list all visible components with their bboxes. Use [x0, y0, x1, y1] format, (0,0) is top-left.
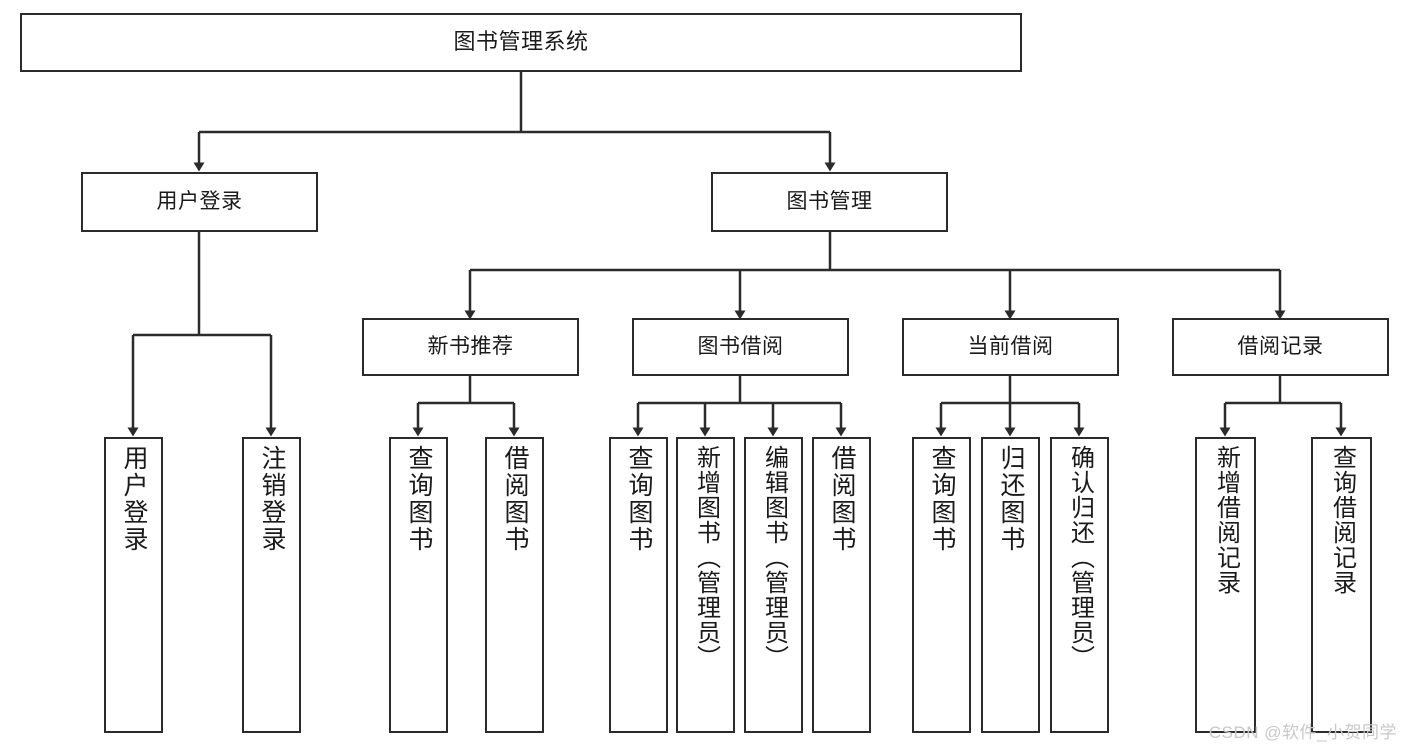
leaf-current-borrow-confirm-return-admin[interactable]: 确认归还（管理员） — [1050, 437, 1109, 733]
leaf-book-borrow-query-book[interactable]: 查询图书 — [609, 437, 668, 733]
node-label: 注销登录 — [258, 445, 286, 553]
node-label: 查询图书 — [405, 445, 433, 553]
node-label: 查询图书 — [625, 445, 653, 553]
node-label: 借阅图书 — [828, 445, 856, 553]
node-label: 图书管理系统 — [453, 29, 589, 55]
node-label: 当前借阅 — [967, 335, 1054, 359]
node-label: 图书借阅 — [697, 335, 784, 359]
node-label: 新增借阅记录 — [1212, 445, 1240, 595]
leaf-current-borrow-query-book[interactable]: 查询图书 — [912, 437, 971, 733]
node-label: 确认归还（管理员） — [1066, 445, 1094, 670]
node-current-borrow[interactable]: 当前借阅 — [902, 318, 1119, 376]
node-label: 用户登录 — [120, 445, 148, 553]
csdn-watermark: CSDN @软件_小贺同学 — [1208, 723, 1397, 742]
leaf-borrow-record-add-record[interactable]: 新增借阅记录 — [1195, 437, 1256, 733]
leaf-new-book-query-book[interactable]: 查询图书 — [389, 437, 448, 733]
node-book-management[interactable]: 图书管理 — [711, 172, 948, 232]
node-borrow-record[interactable]: 借阅记录 — [1172, 318, 1389, 376]
leaf-book-borrow-edit-book-admin[interactable]: 编辑图书（管理员） — [744, 437, 803, 733]
node-label: 借阅图书 — [501, 445, 529, 553]
node-root-book-management-system[interactable]: 图书管理系统 — [20, 13, 1022, 72]
node-book-borrow[interactable]: 图书借阅 — [632, 318, 849, 376]
node-user-login[interactable]: 用户登录 — [81, 172, 318, 232]
node-label: 查询图书 — [928, 445, 956, 553]
node-label: 新书推荐 — [427, 335, 514, 359]
leaf-user-login-login[interactable]: 用户登录 — [104, 437, 163, 733]
leaf-current-borrow-return-book[interactable]: 归还图书 — [981, 437, 1040, 733]
node-label: 用户登录 — [156, 190, 243, 214]
leaf-user-login-logout[interactable]: 注销登录 — [242, 437, 301, 733]
node-label: 编辑图书（管理员） — [760, 445, 788, 670]
node-label: 新增图书（管理员） — [692, 445, 720, 670]
leaf-borrow-record-query-record[interactable]: 查询借阅记录 — [1311, 437, 1372, 733]
node-label: 查询借阅记录 — [1328, 445, 1356, 595]
leaf-new-book-borrow-book[interactable]: 借阅图书 — [485, 437, 544, 733]
node-label: 借阅记录 — [1237, 335, 1324, 359]
leaf-book-borrow-add-book-admin[interactable]: 新增图书（管理员） — [676, 437, 735, 733]
node-new-book-recommend[interactable]: 新书推荐 — [362, 318, 579, 376]
leaf-book-borrow-borrow-book[interactable]: 借阅图书 — [812, 437, 871, 733]
node-label: 归还图书 — [997, 445, 1025, 553]
node-label: 图书管理 — [786, 190, 873, 214]
